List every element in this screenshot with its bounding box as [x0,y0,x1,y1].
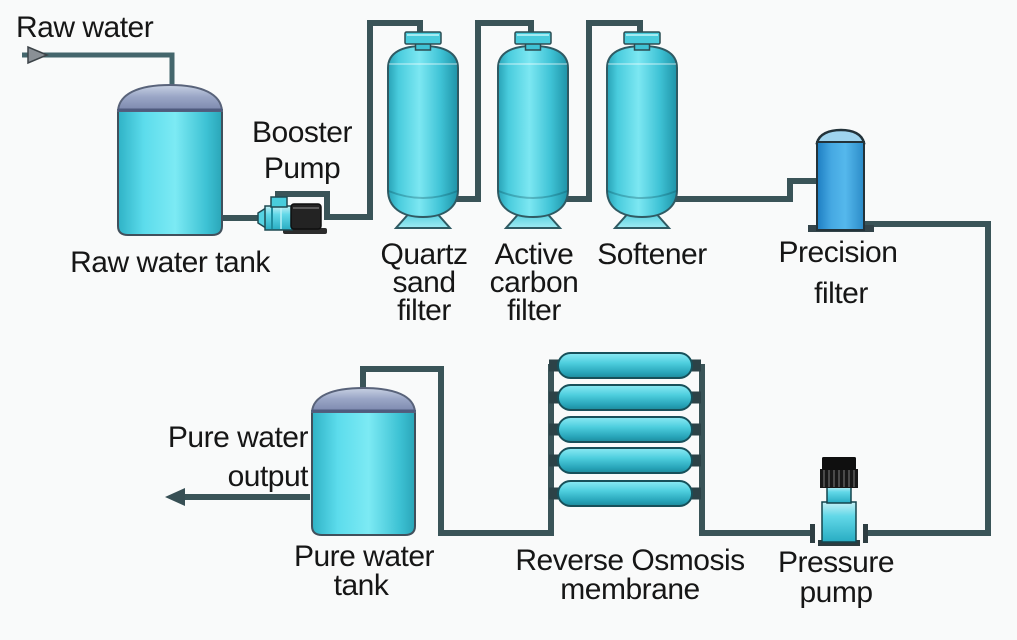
pipe-ro-to-pure-tank [360,364,554,536]
ro-membrane-tube [557,447,693,474]
flow-arrow-inlet [27,45,49,65]
precision-filter [808,128,874,232]
label-quartz-line2: sand [392,266,455,299]
pipe-carbon-to-softener [565,20,643,202]
pure-water-tank [310,386,417,536]
pipe-raw-water-inlet [22,52,175,91]
quartz-sand-filter-vessel [387,31,459,229]
reverse-osmosis-membrane [549,352,701,507]
label-quartz-line1: Quartz [380,238,467,271]
pipe-booster-to-quartz [275,20,423,220]
ro-stub [690,391,701,404]
booster-pump-motor [290,203,322,230]
pressure-pump-fin-lines [823,470,855,487]
label-raw-water-tank: Raw water tank [70,246,271,279]
pressure-pump [810,457,868,546]
pressure-pump-body [821,501,857,543]
label-pressure-pump-line1: Pressure [778,546,894,579]
raw-water-tank [116,83,224,236]
pressure-pump-neck [826,485,852,504]
ro-stub [690,359,701,372]
softener-vessel [606,31,678,229]
ro-stub [549,487,560,500]
label-carbon-line1: Active [495,238,574,271]
ro-stub [690,454,701,467]
pipe-precision-to-pressure-pump [860,221,991,536]
label-booster-pump-line1: Booster [252,116,352,149]
tank-body [311,410,416,536]
label-carbon-line2: carbon [490,266,579,299]
label-pure-tank-line2: tank [334,569,390,602]
ro-membrane-tube [557,480,693,507]
pressure-pump-motor-cap [822,457,856,470]
label-pressure-pump-line2: pump [799,576,872,609]
precision-filter-body [816,141,865,231]
label-pure-tank-line1: Pure water [294,540,435,573]
label-ro-line2: membrane [560,573,699,606]
label-quartz-line3: filter [397,294,451,327]
ro-membrane-tube [557,352,693,379]
ro-stub [549,454,560,467]
labels: Raw water Raw water tank Booster Pump Qu… [16,11,898,609]
ro-membrane-tube [557,384,693,411]
label-booster-pump-line2: Pump [264,152,340,185]
booster-pump-outlet-fitting [270,196,288,208]
ro-stub [549,423,560,436]
ro-stub [549,391,560,404]
label-raw-water: Raw water [16,11,154,44]
ro-membrane-tube [557,416,693,443]
label-precision-line2: filter [814,277,868,310]
pipe-pressure-pump-to-ro [699,364,812,536]
ro-stub [690,487,701,500]
active-carbon-filter-vessel [497,31,569,229]
label-carbon-line3: filter [507,294,561,327]
pipe-softener-to-precision [675,178,820,202]
label-precision-line1: Precision [779,236,898,269]
label-softener: Softener [597,238,707,271]
booster-pump-head [264,205,293,231]
tank-body [117,109,223,236]
pressure-pump-flange [863,524,868,543]
precision-filter-dome [815,128,866,145]
pressure-pump-flange [810,524,815,543]
ro-stub [549,359,560,372]
pipe-quartz-to-carbon [455,20,534,202]
tank-dome [310,386,417,413]
flow-arrow-output [165,488,185,506]
pipes [22,20,991,536]
booster-pump [257,196,327,234]
ro-stub [690,423,701,436]
label-ro-line1: Reverse Osmosis [515,544,744,577]
tank-dome [116,83,224,112]
pressure-pump-base [818,540,860,546]
label-pure-output-line1: Pure water [168,421,309,454]
label-pure-output-line2: output [228,460,310,493]
